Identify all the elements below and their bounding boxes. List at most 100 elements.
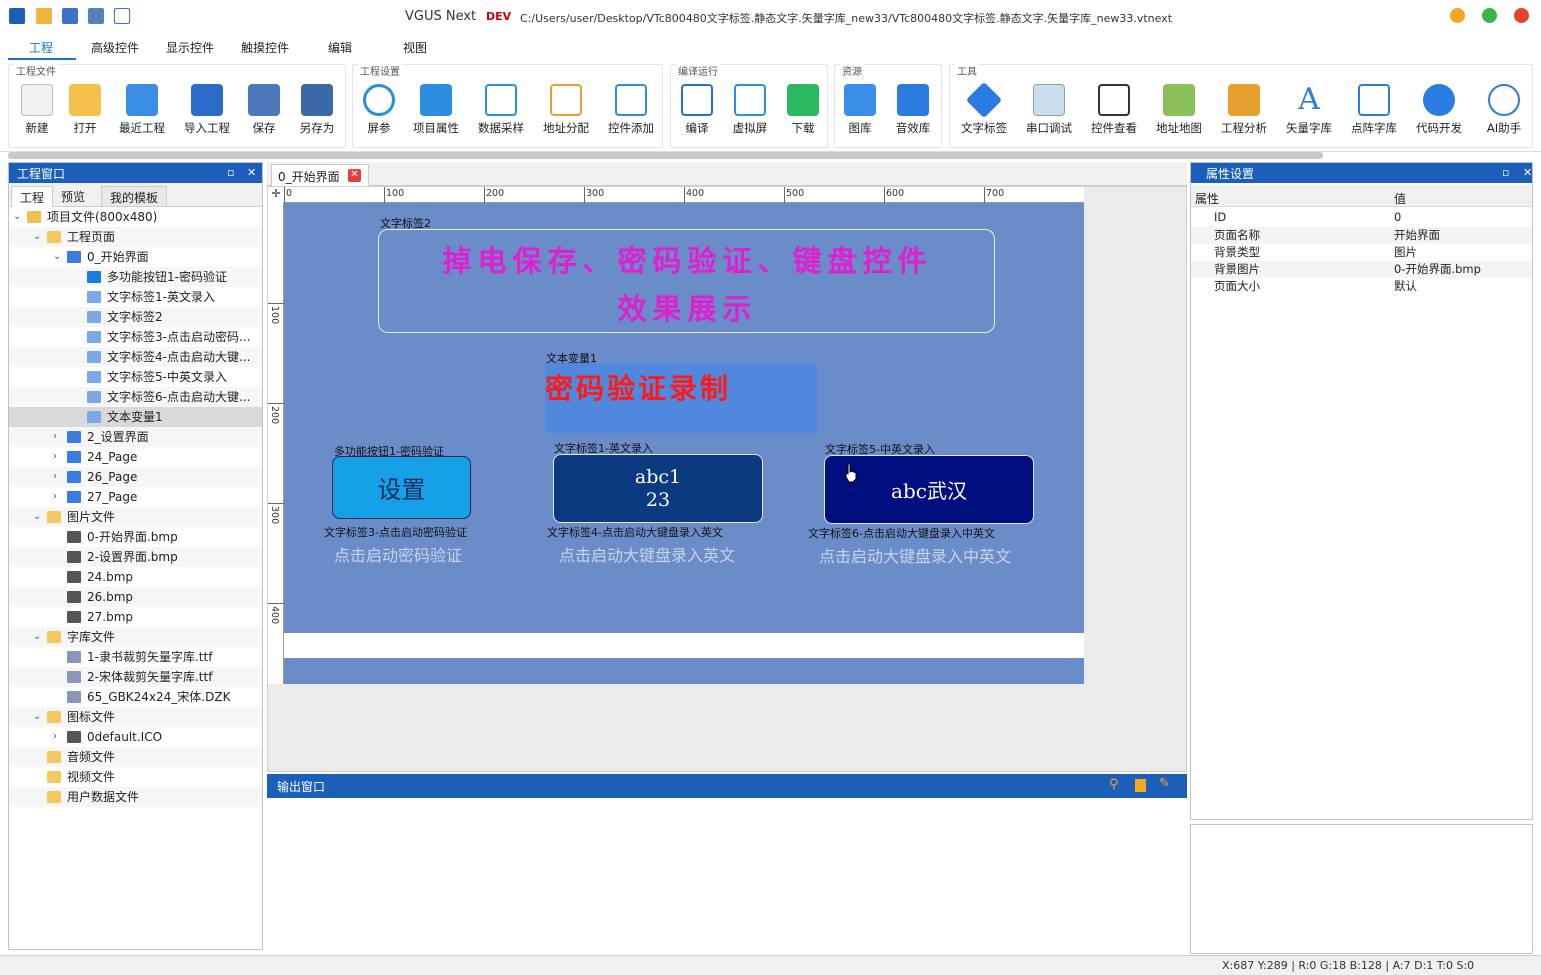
tree-item[interactable]: 文字标签1-英文录入 <box>9 287 262 307</box>
close-icon[interactable]: ✕ <box>1523 166 1533 179</box>
data-sampling-button[interactable]: 数据采样 <box>473 79 529 145</box>
compile-button[interactable]: 编译 <box>669 79 725 145</box>
recent-button[interactable]: 最近工程 <box>114 79 170 145</box>
page-screen[interactable]: 文字标签2 掉电保存、密码验证、键盘控件 效果展示 文本变量1 密码验证录制 多… <box>284 203 1084 684</box>
text-label-1[interactable]: abc1 23 <box>553 454 763 523</box>
property-row[interactable]: 背景类型图片 <box>1191 244 1532 261</box>
menu-display[interactable]: 显示控件 <box>166 41 215 55</box>
tab-project[interactable]: 工程 <box>11 186 54 207</box>
tree-item[interactable]: 27.bmp <box>9 607 262 627</box>
import-button[interactable]: 导入工程 <box>179 79 235 145</box>
text-label-5[interactable]: abc武汉 <box>824 455 1034 524</box>
text-label-3[interactable]: 点击启动密码验证 <box>334 546 463 565</box>
project-props-button[interactable]: 项目属性 <box>408 79 464 145</box>
ribbon-scrollbar[interactable] <box>8 152 1323 159</box>
code-dev-button[interactable]: 代码开发 <box>1411 79 1467 145</box>
tree-item[interactable]: ⌄字库文件 <box>9 627 262 647</box>
tree-item[interactable]: 文字标签4-点击启动大键... <box>9 347 262 367</box>
widget-view-button[interactable]: 控件查看 <box>1086 79 1142 145</box>
broom-icon[interactable]: ✎ <box>1159 776 1170 791</box>
tree-item[interactable]: 多功能按钮1-密码验证 <box>9 267 262 287</box>
folder-icon[interactable] <box>36 8 52 24</box>
tree-item[interactable]: 65_GBK24x24_宋体.DZK <box>9 687 262 707</box>
menu-advanced[interactable]: 高级控件 <box>91 41 140 55</box>
tab-start-page[interactable]: 0_开始界面 ✕ <box>271 164 369 186</box>
open-button[interactable]: 打开 <box>57 79 113 145</box>
tree-item[interactable]: ⌄图标文件 <box>9 707 262 727</box>
set-button[interactable]: 设置 <box>332 456 471 519</box>
property-row[interactable]: 页面名称开始界面 <box>1191 227 1532 244</box>
close-button[interactable] <box>1514 8 1529 23</box>
save-as-button[interactable]: 另存为 <box>289 79 345 145</box>
pin-icon[interactable]: ▫ <box>227 166 235 179</box>
screen-params-button[interactable]: 屏参 <box>351 79 407 145</box>
text-label-6[interactable]: 点击启动大键盘录入中英文 <box>819 547 1012 566</box>
menu-touch[interactable]: 触摸控件 <box>241 41 290 55</box>
play-icon[interactable] <box>114 8 130 24</box>
property-row[interactable]: 页面大小默认 <box>1191 278 1532 295</box>
save-button[interactable]: 保存 <box>236 79 292 145</box>
tree-item[interactable]: ›2_设置界面 <box>9 427 262 447</box>
tree-item[interactable]: 1-隶书裁剪矢量字库.ttf <box>9 647 262 667</box>
sound-library-button[interactable]: 音效库 <box>885 79 941 145</box>
tree-item[interactable]: 视频文件 <box>9 767 262 787</box>
text-variable-1[interactable]: 密码验证录制 <box>545 363 817 433</box>
tree-item[interactable]: 文本变量1 <box>9 407 262 427</box>
chevron-right-icon[interactable]: › <box>53 451 57 462</box>
tree-item[interactable]: ›27_Page <box>9 487 262 507</box>
virtual-screen-button[interactable]: 虚拟屏 <box>722 79 778 145</box>
text-label-2[interactable]: 掉电保存、密码验证、键盘控件 效果展示 <box>378 229 995 333</box>
menu-edit[interactable]: 编辑 <box>328 41 353 55</box>
hand-icon[interactable] <box>9 8 25 24</box>
chevron-down-icon[interactable]: ⌄ <box>33 631 42 642</box>
tree-item[interactable]: ⌄图片文件 <box>9 507 262 527</box>
ruler-origin-icon[interactable]: ✛ <box>268 187 284 203</box>
tree-item[interactable]: 26.bmp <box>9 587 262 607</box>
tree-item[interactable]: 文字标签2 <box>9 307 262 327</box>
address-map-button[interactable]: 地址地图 <box>1151 79 1207 145</box>
chevron-right-icon[interactable]: › <box>53 431 57 442</box>
ai-assistant-button[interactable]: AI助手 <box>1476 79 1532 145</box>
tree-item[interactable]: 24.bmp <box>9 567 262 587</box>
tree-item[interactable]: ⌄0_开始界面 <box>9 247 262 267</box>
new-button[interactable]: 新建 <box>9 79 65 145</box>
bitmap-font-button[interactable]: 点阵字库 <box>1346 79 1402 145</box>
close-icon[interactable]: ✕ <box>247 166 257 179</box>
tree-item[interactable]: 用户数据文件 <box>9 787 262 807</box>
menu-view[interactable]: 视图 <box>403 41 428 55</box>
menu-project[interactable]: 工程 <box>29 41 54 55</box>
tree-item[interactable]: 文字标签3-点击启动密码... <box>9 327 262 347</box>
serial-debug-button[interactable]: 串口调试 <box>1021 79 1077 145</box>
pin-icon[interactable]: ▫ <box>1502 166 1510 179</box>
project-analysis-button[interactable]: 工程分析 <box>1216 79 1272 145</box>
tree-item[interactable]: ›26_Page <box>9 467 262 487</box>
chevron-down-icon[interactable]: ⌄ <box>53 251 62 262</box>
tree-item[interactable]: 2-宋体裁剪矢量字库.ttf <box>9 667 262 687</box>
download-button[interactable]: 下载 <box>775 79 831 145</box>
chevron-down-icon[interactable]: ⌄ <box>13 211 22 222</box>
clipboard-icon[interactable] <box>1135 779 1146 792</box>
close-tab-icon[interactable]: ✕ <box>348 169 361 182</box>
chevron-right-icon[interactable]: › <box>53 731 57 742</box>
chevron-right-icon[interactable]: › <box>53 491 57 502</box>
tab-templates[interactable]: 我的模板 <box>101 186 168 207</box>
tab-preview[interactable]: 预览 <box>61 190 86 204</box>
minimize-button[interactable] <box>1450 8 1465 23</box>
address-assign-button[interactable]: 地址分配 <box>538 79 594 145</box>
text-label-4[interactable]: 点击启动大键盘录入英文 <box>559 546 736 565</box>
tree-item[interactable]: 0-开始界面.bmp <box>9 527 262 547</box>
tree-item[interactable]: 文字标签5-中英文录入 <box>9 367 262 387</box>
tree-item[interactable]: ⌄工程页面 <box>9 227 262 247</box>
chevron-down-icon[interactable]: ⌄ <box>33 511 42 522</box>
tree-item[interactable]: 音频文件 <box>9 747 262 767</box>
build-icon[interactable] <box>88 8 104 24</box>
tree-item[interactable]: ⌄项目文件(800x480) <box>9 207 262 227</box>
chevron-down-icon[interactable]: ⌄ <box>33 231 42 242</box>
tree-item[interactable]: ›0default.ICO <box>9 727 262 747</box>
search-icon[interactable]: ⚲ <box>1109 777 1119 792</box>
add-widget-button[interactable]: 控件添加 <box>603 79 659 145</box>
